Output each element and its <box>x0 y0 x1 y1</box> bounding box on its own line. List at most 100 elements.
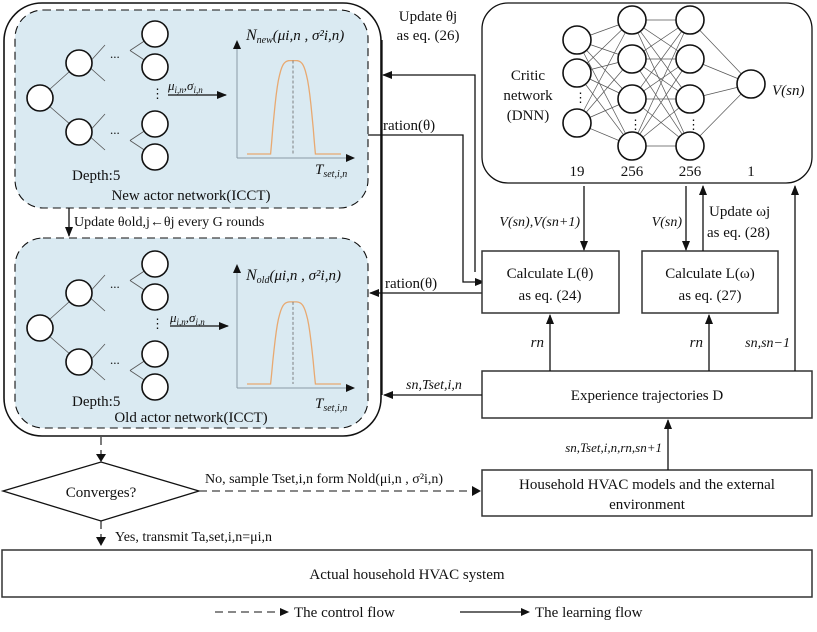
tree-node <box>141 110 169 138</box>
experience-label: Experience trajectories D <box>571 388 724 404</box>
actual-system-box <box>1 549 813 598</box>
environment-box <box>481 469 813 517</box>
reward-theta-label: rn <box>531 335 544 351</box>
yes-branch-label: Yes, transmit Ta,set,i,n=μi,n <box>115 530 272 545</box>
update-omega-label-1: Update ωj <box>709 204 770 220</box>
new-actor-distribution-plot <box>233 40 355 162</box>
vertical-ellipsis: ⋮ <box>687 117 700 132</box>
critic-node <box>675 5 705 35</box>
critic-node <box>562 108 592 138</box>
actor-to-converges-arrowhead <box>96 454 106 462</box>
critic-label-1: Critic <box>511 68 546 84</box>
update-theta-label-1: Update θj <box>399 9 457 25</box>
critic-edge <box>631 19 691 100</box>
v-value-omega-label: V(sn) <box>652 215 683 230</box>
old-depth-label: Depth:5 <box>72 394 120 410</box>
tree-node <box>65 348 93 376</box>
layer-size-input: 19 <box>570 164 585 180</box>
critic-node <box>562 25 592 55</box>
ration-old-label: ration(θ) <box>385 276 437 292</box>
layer-size-hidden-2: 256 <box>679 164 702 180</box>
new-actor-tree: ...... ⋮ <box>26 20 169 171</box>
legend-control-label: The control flow <box>294 605 395 621</box>
legend: The control flow The learning flow <box>215 605 643 621</box>
legend-learning-label: The learning flow <box>535 605 643 621</box>
update-old-label: Update θold,j←θj every G rounds <box>74 215 264 230</box>
critic-node <box>617 5 647 35</box>
critic-label-2: network <box>503 88 553 104</box>
tree-node <box>141 283 169 311</box>
new-x-axis-label: Tset,i,n <box>315 162 347 180</box>
tree-node <box>141 143 169 171</box>
vertical-ellipsis: ⋮ <box>151 316 164 331</box>
new-depth-label: Depth:5 <box>72 168 120 184</box>
x-axis-arrowhead <box>346 154 355 162</box>
tree-node <box>141 340 169 368</box>
critic-network: ⋮⋮⋮ Critic network (DNN) 19 256 256 1 V(… <box>481 2 813 184</box>
old-actor-network: ......⋮ μi,n,σi,n Nold(μi,n , σ²i,n) Tse… <box>14 237 369 429</box>
states-critic-label: sn,sn−1 <box>745 336 790 351</box>
critic-node <box>617 131 647 161</box>
yes-branch-arrowhead <box>96 537 106 546</box>
critic-edge <box>576 72 633 147</box>
critic-node <box>675 44 705 74</box>
critic-node <box>675 84 705 114</box>
ration-new-label: ration(θ) <box>383 118 435 134</box>
new-dist-label: Nnew(μi,n , σ²i,n) <box>245 27 344 46</box>
tree-node <box>65 279 93 307</box>
legend-control-arrowhead <box>280 608 289 616</box>
critic-edge <box>576 39 633 147</box>
critic-node <box>617 84 647 114</box>
critic-node <box>562 58 592 88</box>
critic-label-3: (DNN) <box>507 108 550 124</box>
legend-learning-arrowhead <box>521 608 530 616</box>
critic-edge <box>631 19 691 147</box>
tree-node <box>141 250 169 278</box>
calc-omega-label-2: as eq. (27) <box>679 288 742 304</box>
vertical-ellipsis: ⋮ <box>151 86 164 101</box>
critic-edge <box>631 58 691 147</box>
v-values-theta-label: V(sn),V(sn+1) <box>499 215 580 230</box>
critic-node <box>617 44 647 74</box>
critic-node <box>675 131 705 161</box>
ellipsis: ... <box>110 46 120 61</box>
critic-layers: ⋮ ⋮ ⋮ <box>562 5 766 161</box>
layer-size-output: 1 <box>747 164 755 180</box>
calc-theta-label-1: Calculate L(θ) <box>507 266 594 282</box>
experience-box <box>481 370 813 419</box>
old-actor-title: Old actor network(ICCT) <box>114 410 267 426</box>
old-actor-tree: ......⋮ <box>26 250 169 401</box>
critic-edge <box>576 19 633 124</box>
tree-node <box>141 20 169 48</box>
x-axis-arrowhead <box>346 384 355 392</box>
calc-omega-label-1: Calculate L(ω) <box>665 266 754 282</box>
converges-label: Converges? <box>66 485 137 501</box>
ellipsis: ... <box>110 352 120 367</box>
vertical-ellipsis: ⋮ <box>629 117 642 132</box>
new-actor-title: New actor network(ICCT) <box>111 188 270 204</box>
reward-omega-label: rn <box>690 335 703 351</box>
critic-output-label: V(sn) <box>772 83 805 99</box>
calc-theta-label-2: as eq. (24) <box>519 288 582 304</box>
states-actor-label: sn,Tset,i,n <box>406 378 462 393</box>
no-branch-arrowhead <box>472 486 481 496</box>
y-axis-arrowhead <box>233 264 241 273</box>
environment-label-1: Household HVAC models and the external <box>519 477 775 493</box>
tree-node <box>65 118 93 146</box>
new-actor-network: ......⋮ μi,n,σi,n Nnew(μi,n , σ²i,n) Tse… <box>14 9 369 209</box>
ellipsis: ... <box>110 122 120 137</box>
tree-node <box>141 373 169 401</box>
vertical-ellipsis: ⋮ <box>574 90 587 105</box>
tree-node <box>26 84 54 112</box>
update-theta-label-2: as eq. (26) <box>397 28 460 44</box>
tree-node <box>141 53 169 81</box>
no-branch-label: No, sample Tset,i,n form Nold(μi,n , σ²i… <box>205 472 443 487</box>
critic-node <box>736 69 766 99</box>
old-actor-panel <box>14 237 369 429</box>
update-theta-edge <box>382 71 476 272</box>
update-omega-label-2: as eq. (28) <box>707 225 770 241</box>
env-to-experience-label: sn,Tset,i,n,rn,sn+1 <box>565 440 662 455</box>
calc-theta-box <box>481 250 620 314</box>
critic-panel <box>481 2 813 184</box>
